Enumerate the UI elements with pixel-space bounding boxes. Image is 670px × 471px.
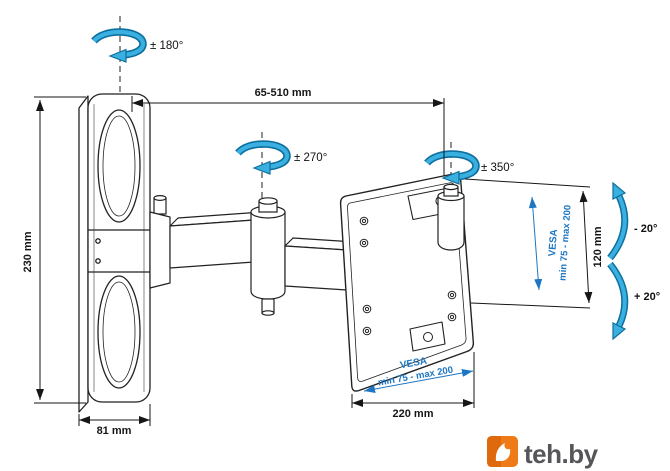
hinge-pin-top [153, 195, 167, 202]
dim-panel-height-label: 120 mm [592, 226, 604, 267]
dim-plate-height-label: 230 mm [22, 231, 34, 272]
rotation-arrow-180-icon [91, 28, 147, 63]
rotation-arrow-270-icon [235, 140, 291, 175]
vesa-side-label: VESA [547, 229, 560, 257]
dim-panel-width [351, 352, 475, 408]
tilt-plus-label: + 20° [634, 291, 660, 303]
bottom-knob [423, 332, 433, 342]
vesa-side-range: min 75 - max 200 [557, 205, 573, 282]
joint1-pin-end [261, 310, 275, 316]
arm1-front-face [169, 219, 255, 269]
dim-panel-width-label: 220 mm [393, 408, 434, 420]
joint1-cap-top [258, 197, 278, 205]
logo-flame-icon [495, 443, 511, 461]
plate-hinge [149, 195, 171, 289]
rotation-arrow-350-icon [424, 150, 480, 185]
dim-extension-range-label: 65-510 mm [255, 87, 312, 99]
site-logo: teh.by [487, 436, 599, 469]
plate-screw-hole [95, 238, 101, 244]
front-joint-cylinder [437, 183, 465, 251]
joint1-body [250, 211, 286, 300]
rotation-350-label: ± 350° [481, 162, 514, 174]
rotation-180-label: ± 180° [150, 40, 183, 52]
plate-bottom-cutout-inner [102, 281, 136, 383]
rotation-270-label: ± 270° [294, 152, 327, 164]
arm-segment-1 [169, 211, 263, 269]
dim-extension-range [131, 96, 445, 176]
dim-panel-height [464, 178, 593, 309]
plate-top-cutout-inner [102, 115, 136, 217]
dim-plate-width-label: 81 mm [97, 425, 132, 437]
dim-plate-width [78, 404, 151, 426]
joint2-body [437, 195, 465, 251]
middle-joint-cylinder [250, 197, 286, 316]
joint2-cap-top [443, 183, 459, 191]
vesa-side-annotation: VESA min 75 - max 200 [528, 196, 574, 291]
wall-plate [78, 93, 151, 413]
dim-plate-height [34, 96, 86, 404]
hinge-block [149, 211, 171, 289]
tilt-arrow-up-icon [607, 181, 629, 261]
wall-plate-side [78, 95, 89, 413]
tilt-arrow-down-icon [607, 261, 629, 341]
logo-wordmark: teh.by [524, 439, 599, 469]
vesa-bottom-label: VESA [399, 356, 428, 372]
tilt-minus-label: - 20° [634, 223, 657, 235]
plate-screw-hole [95, 258, 101, 264]
